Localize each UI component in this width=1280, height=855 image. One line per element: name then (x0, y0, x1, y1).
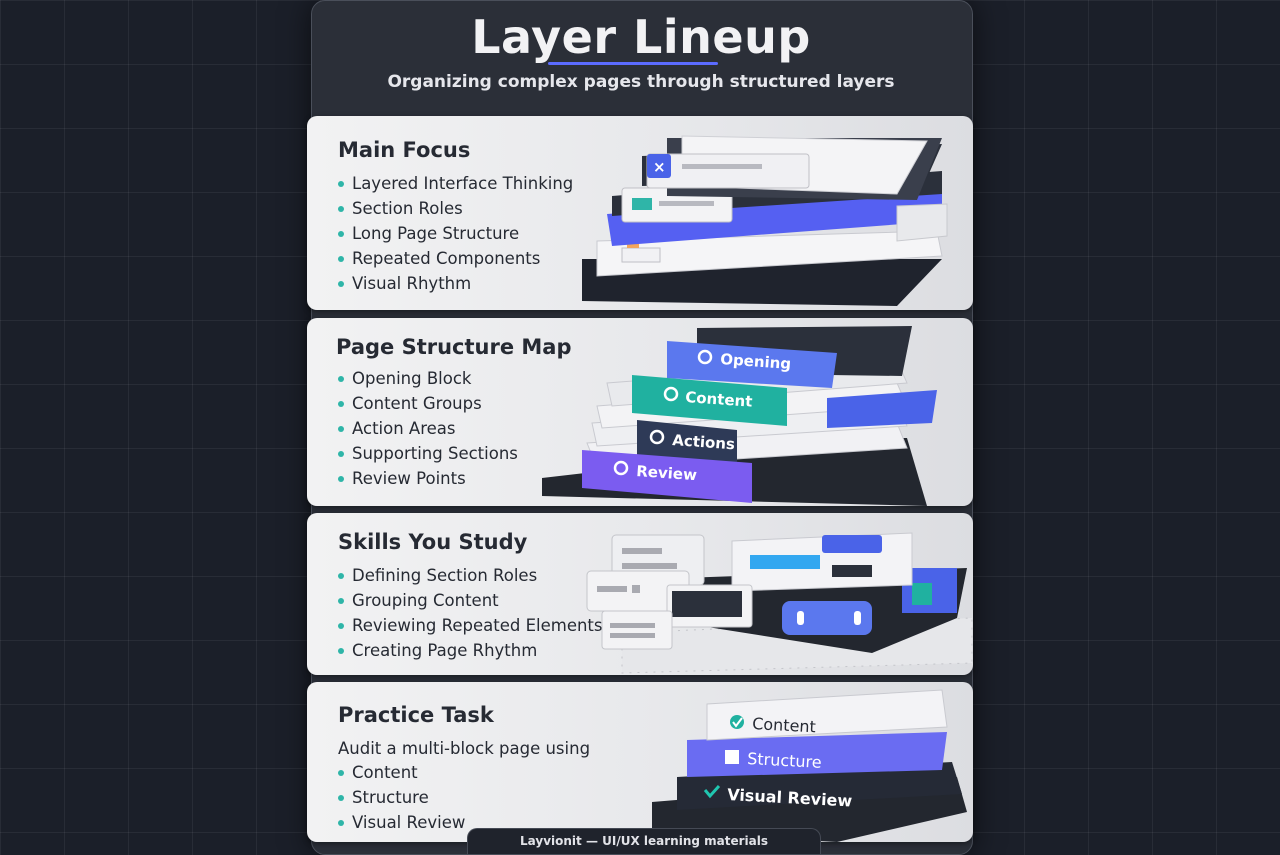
bullet-list: Content Structure Visual Review (338, 760, 465, 835)
layered-stack-illustration: × (582, 135, 948, 306)
svg-text:×: × (653, 158, 666, 176)
tag-review: Review (636, 462, 698, 484)
skills-illustration (586, 532, 973, 674)
list-item: Opening Block (338, 366, 518, 391)
tag-content: Content (752, 714, 817, 736)
list-item: Layered Interface Thinking (338, 171, 573, 196)
card-title: Main Focus (338, 138, 471, 162)
card-skills-you-study: Skills You Study Defining Section Roles … (307, 513, 973, 675)
list-item: Review Points (338, 466, 518, 491)
list-item: Defining Section Roles (338, 563, 603, 588)
tag-actions: Actions (672, 431, 736, 453)
list-item: Supporting Sections (338, 441, 518, 466)
practice-intro: Audit a multi-block page using (338, 739, 591, 758)
tag-opening: Opening (720, 350, 792, 373)
list-item: Action Areas (338, 416, 518, 441)
card-practice-task: Practice Task Audit a multi-block page u… (307, 682, 973, 842)
header: Layer Lineup Organizing complex pages th… (311, 0, 971, 112)
card-main-focus: Main Focus Layered Interface Thinking Se… (307, 116, 973, 310)
card-title: Page Structure Map (336, 335, 572, 359)
list-item: Section Roles (338, 196, 573, 221)
list-item: Visual Rhythm (338, 271, 573, 296)
tag-structure: Structure (747, 749, 822, 772)
list-item: Structure (338, 785, 465, 810)
structure-map-illustration: Opening Content Actions Review (542, 326, 937, 506)
list-item: Creating Page Rhythm (338, 638, 603, 663)
card-page-structure-map: Page Structure Map Opening Block Content… (307, 318, 973, 506)
list-item: Visual Review (338, 810, 465, 835)
list-item: Content (338, 760, 465, 785)
title-underline (548, 62, 718, 65)
page-subtitle: Organizing complex pages through structu… (387, 72, 895, 92)
bullet-list: Layered Interface Thinking Section Roles… (338, 171, 573, 296)
page-title: Layer Lineup (471, 10, 811, 64)
list-item: Grouping Content (338, 588, 603, 613)
tag-content: Content (685, 388, 753, 411)
list-item: Long Page Structure (338, 221, 573, 246)
bullet-list: Defining Section Roles Grouping Content … (338, 563, 603, 663)
card-title: Practice Task (338, 703, 494, 727)
practice-illustration: Content Structure Visual Review (652, 689, 967, 842)
bullet-list: Opening Block Content Groups Action Area… (338, 366, 518, 491)
card-title: Skills You Study (338, 530, 528, 554)
list-item: Reviewing Repeated Elements (338, 613, 603, 638)
footer-credit: Layvionit — UI/UX learning materials (467, 828, 821, 854)
list-item: Content Groups (338, 391, 518, 416)
list-item: Repeated Components (338, 246, 573, 271)
